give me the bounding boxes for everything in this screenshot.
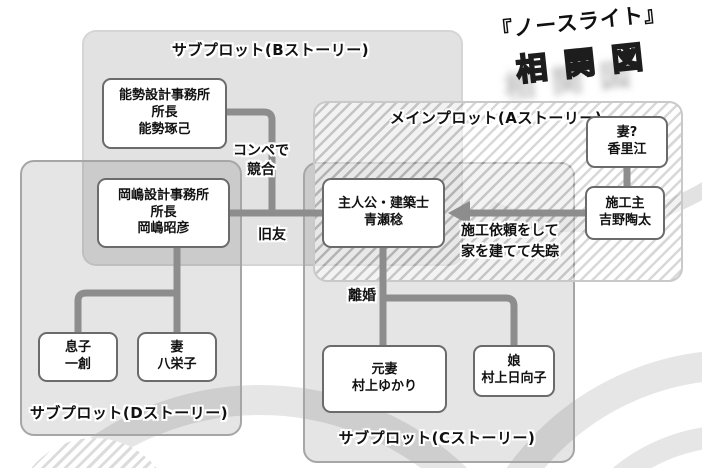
- character-office: 岡嶋設計事務所: [117, 187, 209, 203]
- character-name: 村上ゆかり: [351, 379, 417, 394]
- relation-label-sekou: 施工依頼をして 家を建てて失踪: [461, 223, 559, 260]
- panel-label-subplot-d: サブプロット(Dストーリー): [29, 404, 229, 422]
- character-role: 妻: [170, 340, 184, 356]
- character-box-yoshino: 施工主 吉野陶太: [585, 186, 665, 240]
- character-role: 娘: [507, 354, 521, 370]
- diagram-title: 『ノースライト』 相関図: [465, 0, 698, 95]
- character-office: 能勢設計事務所: [118, 88, 210, 104]
- character-box-hinako: 娘 村上日向子: [473, 345, 555, 397]
- relation-label-compe: コンペで 競合: [233, 143, 289, 178]
- character-name: 青瀬稔: [363, 213, 403, 228]
- character-name: 香里江: [607, 142, 647, 157]
- character-name: 能勢琢己: [138, 121, 191, 137]
- character-role: 元妻: [371, 362, 398, 378]
- character-role: 施工主: [605, 196, 645, 212]
- character-name: 八栄子: [157, 357, 197, 372]
- character-box-issou: 息子 一創: [38, 332, 118, 382]
- relation-label-kyuyu: 旧友: [258, 227, 286, 243]
- character-role: 所長: [151, 105, 178, 121]
- relation-label-rikon: 離婚: [348, 288, 376, 304]
- panel-label-subplot-c: サブプロット(Cストーリー): [338, 429, 536, 447]
- panel-label-mainplot-a: メインプロット(Aストーリー): [389, 109, 603, 127]
- character-box-yaeko: 妻 八栄子: [137, 332, 217, 382]
- character-box-nose: 能勢設計事務所 所長 能勢琢己: [102, 78, 227, 149]
- character-box-karie: 妻? 香里江: [586, 116, 668, 168]
- character-role: 主人公・建築士: [337, 196, 429, 212]
- character-box-okajima: 岡嶋設計事務所 所長 岡嶋昭彦: [97, 178, 230, 248]
- character-role: 妻?: [616, 125, 638, 141]
- character-name: 岡嶋昭彦: [137, 221, 190, 237]
- character-box-yukari: 元妻 村上ゆかり: [322, 345, 447, 413]
- panel-label-subplot-b: サブプロット(Bストーリー): [171, 41, 370, 59]
- character-name: 吉野陶太: [598, 213, 651, 228]
- character-role: 息子: [64, 340, 91, 356]
- character-box-aose: 主人公・建築士 青瀬稔: [322, 178, 445, 248]
- character-name: 一創: [64, 357, 91, 372]
- character-name: 村上日向子: [481, 371, 547, 386]
- bottom-left-hatch-decoration: [14, 438, 174, 468]
- character-role: 所長: [150, 204, 177, 220]
